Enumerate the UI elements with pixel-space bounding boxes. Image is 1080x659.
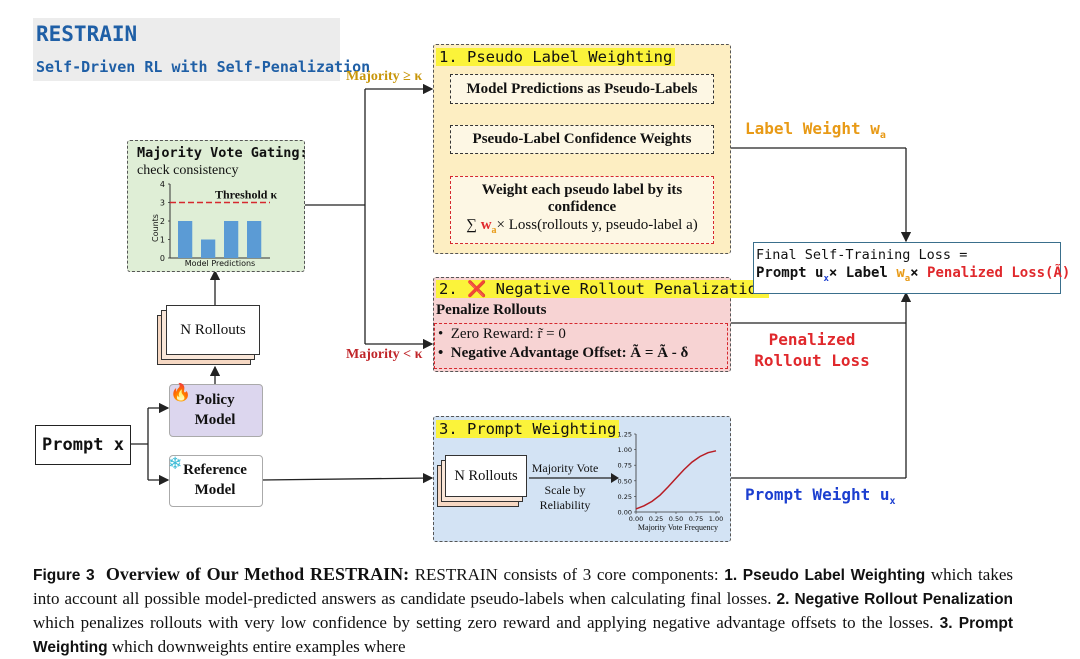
bar [201,239,216,258]
arrow-reference-to-prompt-weighting [260,472,434,484]
bar-x-label: Model Predictions [185,259,255,268]
curve-y-tick-label: 0.75 [618,462,632,470]
curve-x-tick-label: 0.50 [669,515,683,523]
pseudo-header: 1. Pseudo Label Weighting [436,48,676,66]
threshold-label: Threshold κ [215,188,277,202]
bar [178,221,193,258]
curve-y-tick-label: 0.25 [618,493,632,501]
pw-n-rollouts: N Rollouts [445,455,527,497]
snowflake-icon: ❄ [168,454,183,474]
negative-header: 2. ❌ Negative Rollout Penalization [436,280,770,298]
negative-bullet-zero-reward: • Zero Reward: r̃ = 0 [438,326,566,342]
curve-x-tick-label: 1.00 [709,515,723,523]
reference-model-box [169,455,263,507]
negative-title: Penalize Rollouts [436,302,547,318]
gating-title: Majority Vote Gating: [137,145,308,161]
curve-x-tick-label: 0.25 [649,515,663,523]
diagram-subtitle: Self-Driven RL with Self-Penalization [36,58,371,76]
negative-bullets-box [434,323,728,369]
n-rollouts-left: N Rollouts [166,305,260,355]
bar [224,221,239,258]
prompt-weight-label: Prompt Weight ux [745,485,896,508]
pseudo-step2: Pseudo-Label Confidence Weights [450,125,714,154]
majority-low-label: Majority < κ [346,347,423,362]
prompt-weighting-header: 3. Prompt Weighting [436,420,620,438]
pseudo-formula: ∑ wa× Loss(rollouts y, pseudo-label a) [466,217,698,236]
curve-y-tick-label: 0.50 [618,477,632,485]
final-loss-box [753,242,1061,294]
bar-y-tick-label: 1 [160,236,165,245]
bar-y-tick-label: 0 [160,254,165,263]
figure-caption: Figure 3 Overview of Our Method RESTRAIN… [33,564,1014,656]
bar-y-tick-label: 4 [160,180,165,189]
label-weight-label: Label Weight wa [745,119,886,142]
title-panel [33,18,340,81]
bar-y-label: Counts [151,214,160,242]
curve-y-tick-label: 1.25 [618,431,632,439]
bar [247,221,262,258]
bar-y-tick-label: 2 [160,217,165,226]
curve-series-line [635,450,717,510]
pw-majority-vote: Majority Vote [531,461,599,475]
pseudo-step1: Model Predictions as Pseudo-Labels [450,74,714,104]
curve-y-tick-label: 0.00 [618,509,632,517]
curve-y-tick-label: 1.00 [618,446,632,454]
majority-high-label: Majority ≥ κ [346,69,423,84]
pw-arrow [529,473,619,483]
curve-x-tick-label: 0.00 [629,515,643,523]
negative-bullet-advantage-offset: • Negative Advantage Offset: Ã = Ã - δ [438,345,689,361]
majority-vote-gating-box [127,140,305,272]
curve-x-tick-label: 0.75 [689,515,703,523]
majority-bar-chart: 0 1 2 3 4 Threshold κ Counts Model Predictio… [151,180,277,268]
fire-icon: 🔥 [170,383,192,403]
bar-y-tick-label: 3 [160,199,165,208]
curve-x-label: Majority Vote Frequency [638,523,718,532]
final-loss-formula: Prompt ux× Label wa× Penalized Loss(Ã) [756,265,1071,284]
diagram-title: RESTRAIN [36,22,138,46]
final-loss-line1: Final Self-Training Loss = [756,247,968,263]
gating-subtitle: check consistency [137,163,239,178]
prompt-weight-curve-chart: 0.00 0.25 0.50 0.75 1.00 1.25 0.00 0.25 0.50 0.7… [618,431,724,533]
pseudo-step3: Weight each pseudo label by its confiden… [450,176,714,244]
policy-model-box [169,384,263,437]
prompt-x-box: Prompt x [35,425,131,465]
